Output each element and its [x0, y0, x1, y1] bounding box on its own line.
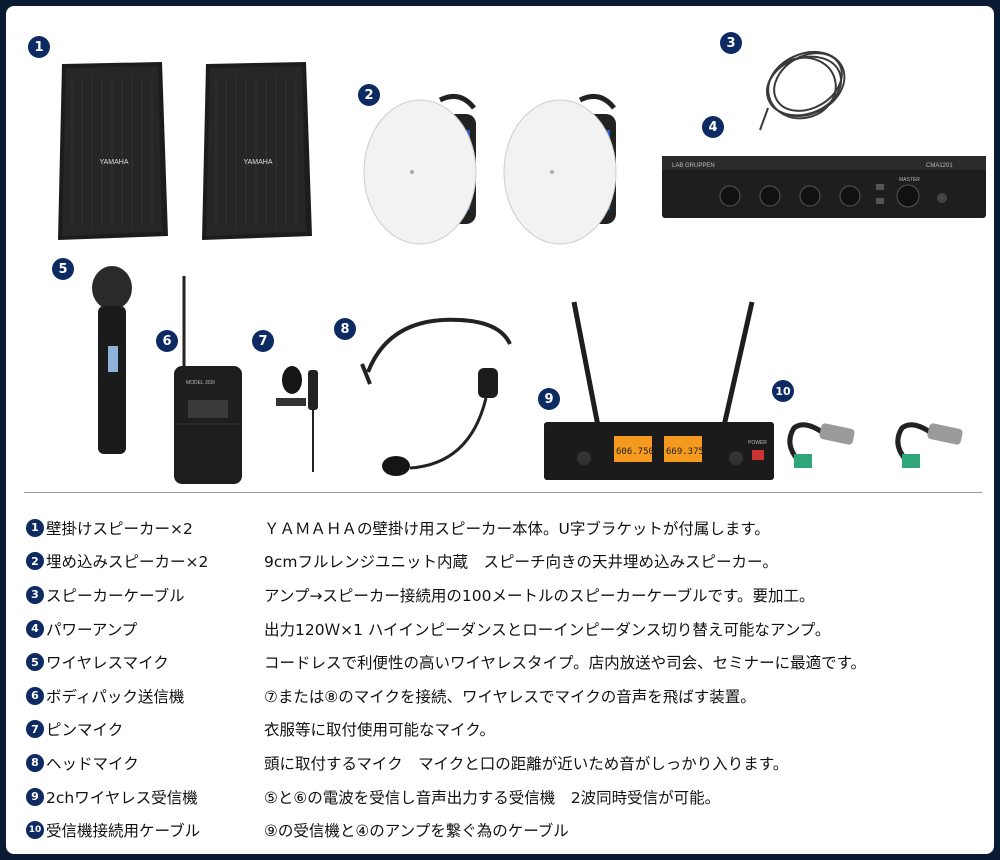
receiver-display-b: 669.375 [666, 447, 704, 457]
item-name: 埋め込みスピーカー×2 [46, 553, 209, 572]
item-name: スピーカーケーブル [46, 586, 185, 605]
connection-cable-right [895, 422, 963, 468]
badge-4: 4 [702, 116, 724, 138]
handheld-mic [92, 266, 132, 454]
badge-1: 1 [28, 36, 50, 58]
item-number: 3 [26, 585, 44, 604]
item-number: 2 [26, 552, 44, 571]
item-name: パワーアンプ [46, 620, 138, 639]
amp-model-label: CMA1201 [926, 163, 953, 169]
item-number: 1 [26, 518, 44, 537]
master-label: MASTER [899, 177, 920, 183]
item-name: ピンマイク [46, 721, 124, 740]
item-description: ⑨の受信機と④のアンプを繋ぐ為のケーブル [264, 822, 569, 841]
item-number: 5 [26, 653, 44, 672]
wireless-receiver: 606.750 669.375 POWER [544, 301, 774, 480]
receiver-display-a: 606.750 [616, 447, 654, 457]
pin-mic [276, 366, 318, 472]
wall-speaker-left: YAMAHA [58, 62, 168, 240]
item-name: ヘッドマイク [46, 754, 139, 773]
item-description: ⑤と⑥の電波を受信し音声出力する受信機 2波同時受信が可能。 [264, 788, 721, 807]
badge-9: 9 [538, 388, 560, 410]
item-number: 7 [26, 720, 44, 739]
item-description: 頭に取付するマイク マイクと口の距離が近いため音がしっかり入ります。 [264, 754, 789, 773]
lab-gruppen-logo: LAB GRUPPEN [672, 163, 715, 169]
ceiling-speaker-right [503, 93, 617, 245]
item-number: 6 [26, 686, 44, 705]
connection-cable-left [787, 422, 855, 468]
badge-6: 6 [156, 330, 178, 352]
transmitter-model: MODEL 302t [186, 380, 215, 386]
power-amp: LAB GRUPPEN CMA1201 MASTER [662, 156, 986, 218]
item-number: 9 [26, 787, 44, 806]
item-name: ボディパック送信機 [46, 687, 185, 706]
item-name: 受信機接続用ケーブル [46, 822, 201, 841]
item-number: 8 [26, 753, 44, 772]
badge-8: 8 [334, 318, 356, 340]
item-description: 9cmフルレンジユニット内蔵 スピーチ向きの天井埋め込みスピーカー。 [264, 553, 778, 572]
badge-7: 7 [252, 330, 274, 352]
item-description: コードレスで利便性の高いワイヤレスタイプ。店内放送や司会、セミナーに最適です。 [264, 654, 867, 673]
item-description: アンプ→スピーカー接続用の100メートルのスピーカーケーブルです。要加工。 [264, 586, 815, 605]
item-number: 4 [26, 619, 44, 638]
item-description: ＹＡＭＡＨＡの壁掛け用スピーカー本体。U字ブラケットが付属します。 [264, 519, 770, 538]
item-name: ワイヤレスマイク [46, 654, 169, 673]
product-sheet: 1 2 3 4 5 6 7 8 9 10 YAMAHA YAMAHA [6, 6, 994, 854]
yamaha-logo: YAMAHA [99, 159, 128, 166]
item-number: 10 [26, 821, 44, 840]
badge-10: 10 [772, 380, 794, 402]
speaker-cable-coil [759, 50, 846, 131]
item-name: 2chワイヤレス受信機 [46, 788, 198, 807]
item-description: 出力120Ｗ×1 ハイインピーダンスとローインピーダンス切り替え可能なアンプ。 [264, 620, 831, 639]
badge-2: 2 [358, 84, 380, 106]
item-name: 壁掛けスピーカー×2 [46, 519, 193, 538]
item-description: 衣服等に取付使用可能なマイク。 [264, 721, 495, 740]
wall-speaker-right: YAMAHA [202, 62, 312, 240]
badge-3: 3 [720, 32, 742, 54]
divider [24, 492, 982, 493]
bodypack-transmitter: MODEL 302t [174, 276, 242, 484]
yamaha-logo: YAMAHA [243, 159, 272, 166]
headset-mic [360, 317, 512, 476]
badge-5: 5 [52, 258, 74, 280]
power-label: POWER [748, 440, 767, 446]
ceiling-speaker-left [363, 93, 477, 245]
item-description: ⑦または⑧のマイクを接続、ワイヤレスでマイクの音声を飛ばす装置。 [264, 687, 756, 706]
